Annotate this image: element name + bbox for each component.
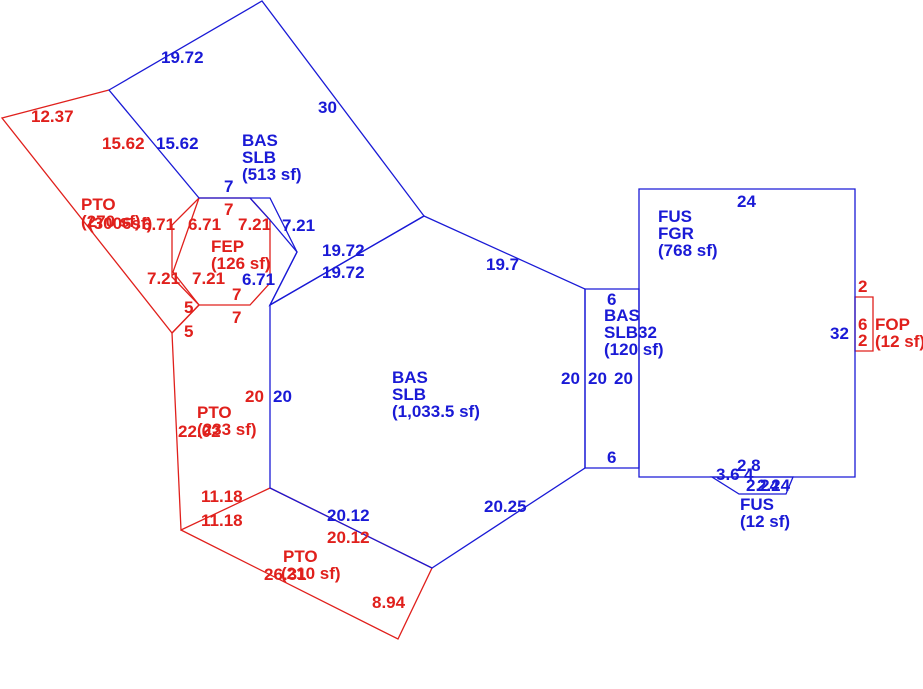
dim-4: 4 bbox=[744, 465, 754, 484]
dim-3-6: 3.6 bbox=[716, 465, 740, 484]
dim-7-top-blue: 7 bbox=[224, 177, 233, 196]
dim-7-21-red-c: 7.21 bbox=[192, 269, 225, 288]
dim-20-12-red: 20.12 bbox=[327, 528, 370, 547]
dim-30: 30 bbox=[318, 98, 337, 117]
fep-blue-edge bbox=[250, 197, 298, 306]
pto-210-overlap: 26.31 bbox=[264, 565, 307, 584]
dim-20-blue-mid-a: 20 bbox=[561, 369, 580, 388]
fus-fgr-code: FUS bbox=[658, 207, 692, 226]
dim-6-71-red-a: 6.71 bbox=[142, 215, 175, 234]
bas-slb-120-size: (120 sf) bbox=[604, 340, 664, 359]
dim-7-21-blue: 7.21 bbox=[282, 216, 315, 235]
dim-11-18-a: 11.18 bbox=[201, 487, 243, 506]
dim-6-top: 6 bbox=[607, 290, 616, 309]
dim-24: 24 bbox=[737, 192, 756, 211]
dim-19-72-top: 19.72 bbox=[161, 48, 204, 67]
dim-7-21-red-a: 7.21 bbox=[238, 215, 271, 234]
dim-15-62-red: 15.62 bbox=[102, 134, 145, 153]
dim-19-72-a: 19.72 bbox=[322, 241, 365, 260]
pto-233-outline bbox=[171, 304, 271, 532]
dim-2-fop-top: 2 bbox=[858, 277, 867, 296]
pto-210-size: (210 sf) bbox=[281, 564, 341, 583]
dim-2-fop-bottom: 2 bbox=[858, 331, 867, 350]
fus-12-outline bbox=[709, 476, 794, 495]
dim-20-12-blue: 20.12 bbox=[327, 506, 370, 525]
dim-20-red: 20 bbox=[245, 387, 264, 406]
pto-270-size: (270 sf) bbox=[81, 212, 141, 231]
pto-210-code: PTO bbox=[283, 547, 318, 566]
dim-12-37: 12.37 bbox=[31, 107, 74, 126]
dim-11-18-b: 11.18 bbox=[201, 511, 243, 530]
pto-233-code: PTO bbox=[197, 403, 232, 422]
pto-233-size: (233 sf) bbox=[197, 420, 257, 439]
bas-slb-main-code: BAS bbox=[392, 368, 428, 387]
fep-code: FEP bbox=[211, 237, 244, 256]
dim-7-red-mid: 7 bbox=[232, 285, 241, 304]
dim-2-24-b: 2.24 bbox=[757, 476, 791, 495]
dim-19-72-b: 19.72 bbox=[322, 263, 365, 282]
dim-20-blue-left: 20 bbox=[273, 387, 292, 406]
dim-6-bottom: 6 bbox=[607, 448, 616, 467]
dim-7-red-bottom: 7 bbox=[232, 308, 241, 327]
dim-5-b: 5 bbox=[184, 322, 193, 341]
dim-15-62-blue: 15.62 bbox=[156, 134, 199, 153]
fop-code: FOP bbox=[875, 315, 910, 334]
dim-2-24-a: 2.24 bbox=[746, 476, 780, 495]
dim-5-a: 5 bbox=[184, 298, 193, 317]
fus-fgr-outline bbox=[638, 188, 856, 478]
dim-32: 32 bbox=[830, 324, 849, 343]
bas-slb-513-sub: SLB bbox=[242, 148, 276, 167]
pto-233-overlap: 22.02 bbox=[178, 422, 221, 441]
dim-19-7: 19.7 bbox=[486, 255, 519, 274]
dim-7-red-top: 7 bbox=[224, 200, 233, 219]
dim-6-71-blue: 6.71 bbox=[242, 270, 275, 289]
dim-20-25: 20.25 bbox=[484, 497, 527, 516]
fep-size: (126 sf) bbox=[211, 254, 271, 273]
fus-12-size: (12 sf) bbox=[740, 512, 790, 531]
bas-slb-main-size: (1,033.5 sf) bbox=[392, 402, 480, 421]
dim-6-71-red-b: 6.71 bbox=[188, 215, 221, 234]
bas-slb-main-outline bbox=[269, 215, 586, 569]
dim-20-blue-right: 20 bbox=[614, 369, 633, 388]
bas-slb-120-code: BAS bbox=[604, 306, 640, 325]
fus-fgr-sub: FGR bbox=[658, 224, 694, 243]
fop-size: (12 sf) bbox=[875, 332, 923, 351]
dim-8-94: 8.94 bbox=[372, 593, 406, 612]
bas-slb-513-code: BAS bbox=[242, 131, 278, 150]
pto-270-overlap: (3006sf) bbox=[88, 214, 152, 233]
bas-slb-main-sub: SLB bbox=[392, 385, 426, 404]
dim-2-8: 2.8 bbox=[737, 456, 761, 475]
fus-12-code: FUS bbox=[740, 495, 774, 514]
dim-20-blue-mid-b: 20 bbox=[588, 369, 607, 388]
bas-slb-120-sub: SLB32 bbox=[604, 323, 657, 342]
bas-slb-513-size: (513 sf) bbox=[242, 165, 302, 184]
dim-6-fop: 6 bbox=[858, 315, 867, 334]
fus-fgr-size: (768 sf) bbox=[658, 241, 718, 260]
pto-270-code: PTO bbox=[81, 195, 116, 214]
dim-7-21-red-b: 7.21 bbox=[147, 269, 180, 288]
